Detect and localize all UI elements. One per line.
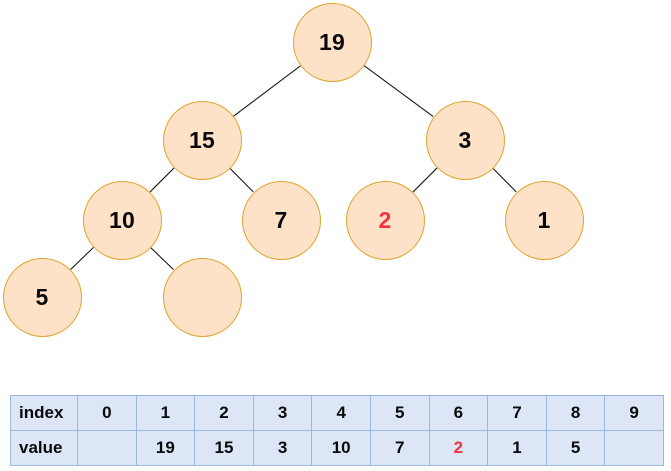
tree-node-label: 2 — [378, 206, 392, 233]
tree-node-3[interactable]: 3 — [425, 100, 505, 180]
cell-index-8[interactable]: 8 — [545, 395, 606, 431]
tree-node-label: 1 — [537, 206, 551, 233]
tree-node-label: 10 — [109, 206, 135, 233]
tree-node-2[interactable]: 2 — [345, 180, 425, 260]
cell-value-3[interactable]: 3 — [252, 430, 313, 466]
cell-index-0[interactable]: 0 — [77, 395, 137, 431]
tree-node-label: 5 — [35, 283, 49, 310]
tree-node-label: 15 — [189, 126, 215, 153]
tree-edge — [233, 65, 301, 117]
cell-value-5[interactable]: 7 — [369, 430, 430, 466]
row-header-index: index — [10, 395, 78, 431]
tree-node-label: 19 — [319, 28, 345, 55]
cell-index-4[interactable]: 4 — [311, 395, 371, 431]
cell-value-9[interactable] — [604, 430, 664, 466]
tree-edge — [70, 246, 94, 271]
tree-node-5[interactable]: 5 — [2, 257, 82, 337]
tree-node-label: 7 — [274, 206, 288, 233]
cell-index-9[interactable]: 9 — [604, 395, 664, 431]
cell-value-7[interactable]: 1 — [487, 430, 547, 466]
tree-node-7[interactable]: 7 — [241, 180, 321, 260]
tree-edge — [492, 167, 517, 193]
cell-index-3[interactable]: 3 — [252, 395, 313, 431]
tree-edge — [149, 167, 175, 193]
tree-edges-layer — [70, 64, 517, 271]
tree-edge — [363, 64, 434, 118]
tree-edge — [150, 246, 174, 271]
cell-value-8[interactable]: 5 — [545, 430, 606, 466]
tree-edge — [412, 167, 438, 193]
cell-index-6[interactable]: 6 — [428, 395, 489, 431]
row-header-value: value — [10, 430, 78, 466]
cell-index-5[interactable]: 5 — [369, 395, 430, 431]
tree-node-1[interactable]: 1 — [504, 180, 584, 260]
cell-index-1[interactable]: 1 — [135, 395, 196, 431]
tree-node-label: 3 — [458, 126, 472, 153]
cell-value-1[interactable]: 19 — [135, 430, 196, 466]
cell-value-4[interactable]: 10 — [311, 430, 371, 466]
tree-node-19[interactable]: 19 — [292, 2, 372, 82]
tree-node-15[interactable]: 15 — [162, 100, 242, 180]
tree-node-empty[interactable] — [162, 257, 242, 337]
cell-index-7[interactable]: 7 — [487, 395, 547, 431]
tree-node-10[interactable]: 10 — [82, 180, 162, 260]
cell-value-0[interactable] — [77, 430, 137, 466]
cell-index-2[interactable]: 2 — [194, 395, 254, 431]
cell-value-6[interactable]: 2 — [428, 430, 489, 466]
tree-edge — [229, 167, 254, 193]
cell-value-2[interactable]: 15 — [194, 430, 254, 466]
